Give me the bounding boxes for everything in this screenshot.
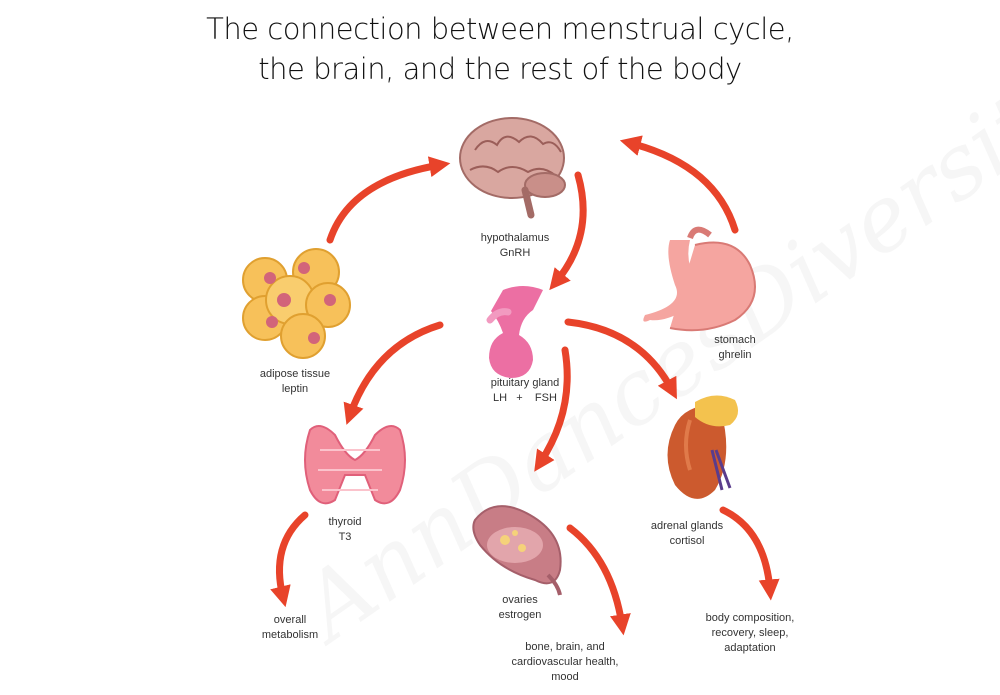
stomach-name: stomach	[714, 334, 756, 346]
outcome-line: cardiovascular health,	[511, 656, 619, 668]
adrenal-hormone: cortisol	[669, 535, 705, 547]
title-line-2: the brain, and the rest of the body	[258, 52, 742, 86]
outcome-line: bone, brain, and	[525, 641, 605, 653]
outcome-health: bone, brain, and cardiovascular health, …	[500, 640, 630, 685]
adipose-label: adipose tissue leptin	[240, 367, 350, 397]
outcome-line: metabolism	[261, 629, 319, 641]
pituitary-hormone: LH + FSH	[493, 392, 557, 404]
adrenal-kidney-icon	[667, 395, 739, 499]
hypothalamus-name: hypothalamus	[480, 232, 550, 244]
arrow-thyroid-to-metabolism	[270, 511, 309, 608]
pituitary-name: pituitary gland	[490, 377, 560, 389]
pituitary-gland-icon	[486, 286, 543, 378]
outcome-line: mood	[551, 671, 579, 683]
hypothalamus-hormone: GnRH	[499, 247, 531, 259]
ovaries-label: ovaries estrogen	[480, 593, 560, 623]
ovaries-hormone: estrogen	[498, 609, 542, 621]
arrow-pituitary-to-ovaries	[534, 346, 571, 472]
arrow-brain-to-pituitary	[549, 171, 587, 291]
adipose-tissue-icon	[242, 248, 351, 359]
arrow-adipose-to-brain	[326, 156, 451, 244]
adipose-name: adipose tissue	[259, 368, 331, 380]
pituitary-label: pituitary gland LH + FSH	[470, 376, 580, 406]
arrow-group	[270, 135, 780, 636]
outcome-line: body composition,	[705, 612, 795, 624]
arrow-adrenal-to-outcomes	[719, 506, 780, 601]
brain-icon	[459, 117, 566, 219]
thyroid-label: thyroid T3	[310, 515, 380, 545]
outcome-line: overall	[273, 614, 307, 626]
adrenal-name: adrenal glands	[650, 520, 724, 532]
outcome-line: recovery, sleep,	[711, 627, 789, 639]
arrow-pituitary-to-thyroid	[343, 321, 444, 425]
stomach-hormone: ghrelin	[718, 349, 752, 361]
adipose-hormone: leptin	[281, 383, 309, 395]
stomach-icon	[643, 226, 756, 332]
arrow-stomach-to-brain	[619, 135, 739, 234]
title-line-1: The connection between menstrual cycle,	[206, 12, 794, 46]
thyroid-icon	[304, 425, 406, 505]
adrenal-label: adrenal glands cortisol	[632, 519, 742, 549]
outcome-metabolism: overall metabolism	[245, 613, 335, 643]
stomach-label: stomach ghrelin	[690, 333, 780, 363]
ovary-icon	[472, 505, 562, 596]
hypothalamus-label: hypothalamus GnRH	[460, 231, 570, 261]
outcome-line: adaptation	[724, 642, 776, 654]
outcome-body: body composition, recovery, sleep, adapt…	[690, 611, 810, 656]
ovaries-name: ovaries	[502, 594, 538, 606]
thyroid-hormone: T3	[338, 531, 352, 543]
arrow-ovaries-to-health	[566, 524, 631, 636]
arrow-pituitary-to-adrenal	[564, 318, 677, 400]
thyroid-name: thyroid	[328, 516, 362, 528]
